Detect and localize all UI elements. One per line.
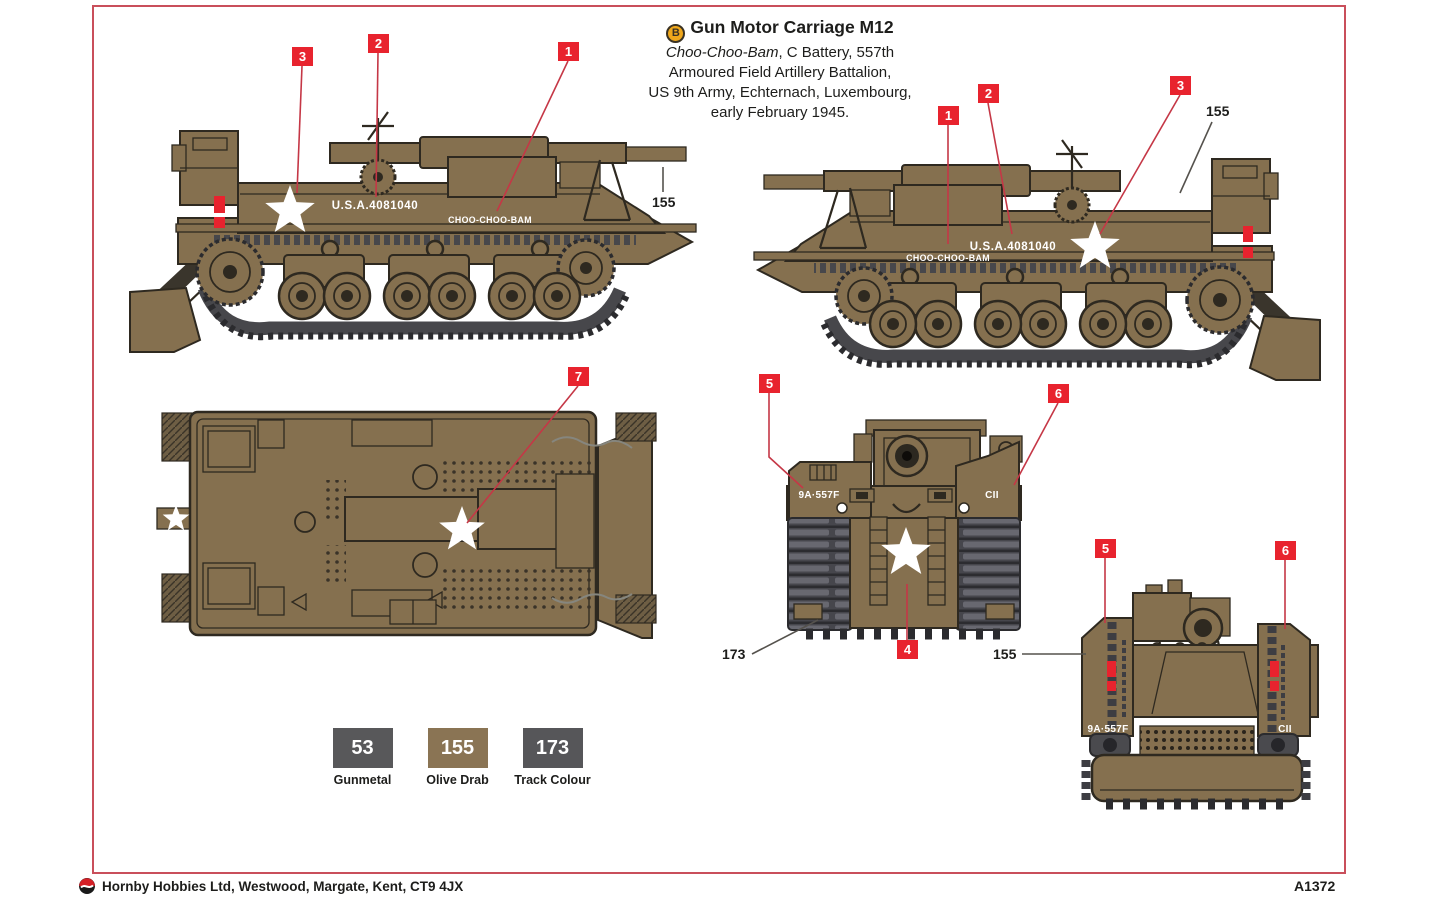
bumper-code-left: 9A·557F [798, 490, 839, 501]
side-view-right: U.S.A.4081040 CHOO-CHOO-BAM [754, 140, 1320, 380]
callout-1-side-left: 1 [558, 42, 579, 61]
callout-lines [296, 52, 1286, 655]
callout-5-rear-view: 5 [1095, 539, 1116, 558]
callout-6-rear-view: 6 [1275, 541, 1296, 560]
scheme-subtitle-4: early February 1945. [710, 103, 850, 121]
paint-code-53: 53 [351, 736, 374, 759]
nickname-marking: CHOO-CHOO-BAM [906, 253, 990, 263]
serial-marking: U.S.A.4081040 [332, 200, 418, 212]
scheme-heading: Gun Motor Carriage M12 [690, 17, 894, 37]
paint-name-olive-drab: Olive Drab [426, 773, 489, 787]
paint-key: 53 Gunmetal 155 Olive Drab 173 Track Col… [315, 728, 600, 787]
callout-7-top-view: 7 [568, 367, 589, 386]
scheme-subtitle-1: Choo-Choo-Bam, C Battery, 557th [598, 43, 962, 63]
paint-name-gunmetal: Gunmetal [333, 773, 392, 787]
paint-ref-155-rear-view: 155 [993, 646, 1017, 662]
paint-entry-olive-drab: 155 Olive Drab [410, 728, 505, 787]
nickname-marking: CHOO-CHOO-BAM [448, 215, 532, 225]
scheme-subtitle-2: Armoured Field Artillery Battalion, [668, 63, 892, 81]
paint-chip-173: 173 [522, 728, 583, 768]
serial-marking: U.S.A.4081040 [970, 241, 1056, 253]
callout-3-side-right: 3 [1170, 76, 1191, 95]
scheme-subtitle-1b: , C Battery, 557th [778, 43, 895, 61]
paint-code-155: 155 [440, 736, 475, 759]
paint-ref-155-side-right: 155 [1206, 103, 1230, 119]
footer-publisher: Hornby Hobbies Ltd, Westwood, Margate, K… [78, 877, 463, 895]
kit-number: A1372 [1294, 878, 1336, 894]
callout-6-front-view: 6 [1048, 384, 1069, 403]
callout-3-side-left: 3 [292, 47, 313, 66]
recoil-spade-blade [1090, 753, 1304, 803]
rear-view: 9A·557F CII [1081, 579, 1319, 810]
callout-4-front-view: 4 [897, 640, 918, 659]
paint-chip-53: 53 [332, 728, 393, 768]
paint-name-track-colour: Track Colour [514, 773, 591, 787]
callout-2-side-right: 2 [978, 84, 999, 103]
publisher-address: Hornby Hobbies Ltd, Westwood, Margate, K… [102, 878, 464, 894]
paint-chip-155: 155 [427, 728, 488, 768]
scheme-subtitle-3: US 9th Army, Echternach, Luxembourg, [648, 83, 912, 101]
paint-ref-155-side-left: 155 [652, 194, 676, 210]
front-view: 9A·557F CII [786, 419, 1023, 640]
bumper-code-right: CII [985, 490, 999, 501]
paint-entry-gunmetal: 53 Gunmetal [315, 728, 410, 787]
paint-ref-173-front-view: 173 [722, 646, 746, 662]
top-view [156, 410, 657, 639]
side-view-left: U.S.A.4081040 CHOO-CHOO-BAM [130, 112, 696, 352]
gun-cradle [1132, 592, 1192, 642]
bumper-code-left: 9A·557F [1087, 724, 1128, 735]
scheme-letter-badge: B [666, 23, 686, 43]
vehicle-nickname: Choo-Choo-Bam [665, 43, 779, 61]
humbrol-logo [79, 878, 95, 894]
paint-entry-track-colour: 173 Track Colour [505, 728, 600, 787]
bumper-code-right: CII [1278, 724, 1292, 735]
callout-5-front-view: 5 [759, 374, 780, 393]
paint-code-173: 173 [535, 736, 570, 759]
red-border-frame [92, 5, 1346, 874]
callout-2-side-left: 2 [368, 34, 389, 53]
callout-1-side-right: 1 [938, 106, 959, 125]
